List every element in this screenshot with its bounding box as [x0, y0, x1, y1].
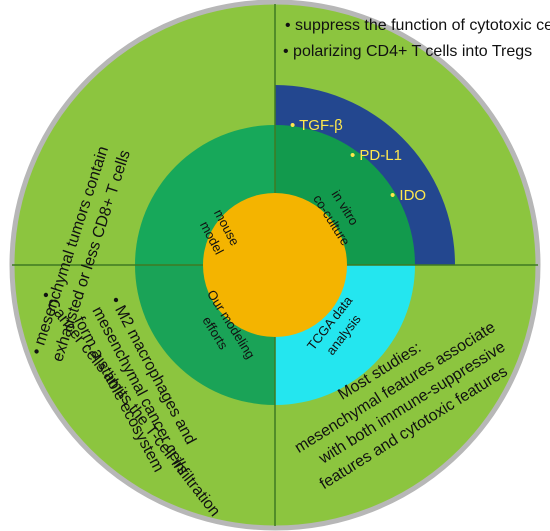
highlight-tgf-beta: • TGF-β	[290, 117, 343, 134]
top-right-line-1: • suppress the function of cytotoxic cel…	[285, 17, 550, 34]
highlight-ido: • IDO	[390, 187, 426, 204]
highlight-pd-l1: • PD-L1	[350, 147, 402, 164]
top-right-line-2: • polarizing CD4+ T cells into Tregs	[283, 43, 532, 60]
center-disc	[203, 193, 347, 337]
